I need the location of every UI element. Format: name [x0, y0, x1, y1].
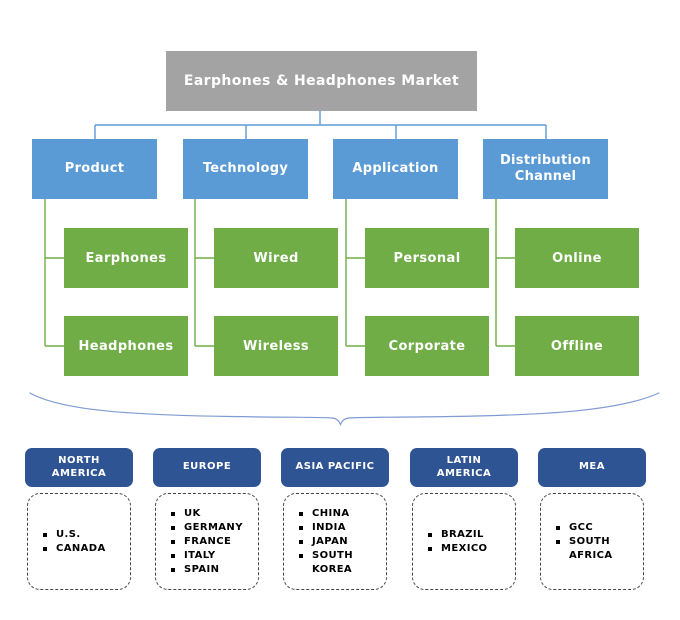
brace-icon — [29, 392, 660, 427]
bullet-icon — [556, 525, 560, 530]
bullet-icon — [43, 532, 47, 537]
region-asia-pacific: ASIA PACIFIC — [281, 448, 389, 487]
country-item: SOUTH AFRICA — [553, 535, 641, 563]
segment-label: Headphones — [78, 338, 174, 354]
segment-label: Offline — [550, 338, 604, 354]
countries-europe: UK GERMANY FRANCE ITALY SPAIN — [155, 493, 259, 590]
bullet-icon — [428, 532, 432, 537]
segment-label: Personal — [393, 250, 461, 266]
segment-offline: Offline — [515, 316, 639, 376]
branch-technology: Technology — [183, 139, 308, 199]
bullet-icon — [299, 511, 303, 516]
countries-north-america: U.S. CANADA — [27, 493, 131, 590]
country-item: UK — [168, 507, 256, 521]
country-label: ITALY — [184, 549, 216, 561]
segment-label: Earphones — [85, 250, 167, 266]
country-item: JAPAN — [296, 535, 384, 549]
region-mea: MEA — [538, 448, 646, 487]
country-item: BRAZIL — [425, 528, 513, 542]
region-label: ASIA PACIFIC — [295, 461, 375, 473]
country-list: GCC SOUTH AFRICA — [553, 521, 641, 563]
country-item: SPAIN — [168, 563, 256, 577]
countries-mea: GCC SOUTH AFRICA — [540, 493, 644, 590]
segment-wireless: Wireless — [214, 316, 338, 376]
country-label: UK — [184, 507, 201, 519]
country-label: SOUTH AFRICA — [569, 535, 613, 561]
country-item: CANADA — [40, 542, 128, 556]
segment-headphones: Headphones — [64, 316, 188, 376]
branch-product: Product — [32, 139, 157, 199]
country-item: GCC — [553, 521, 641, 535]
country-item: CHINA — [296, 507, 384, 521]
region-latin-america: LATIN AMERICA — [410, 448, 518, 487]
bullet-icon — [43, 546, 47, 551]
country-label: INDIA — [312, 521, 346, 533]
segment-earphones: Earphones — [64, 228, 188, 288]
region-north-america: NORTH AMERICA — [25, 448, 133, 487]
country-label: GERMANY — [184, 521, 243, 533]
country-item: SOUTH KOREA — [296, 549, 384, 577]
countries-asia-pacific: CHINA INDIA JAPAN SOUTH KOREA — [283, 493, 387, 590]
segment-personal: Personal — [365, 228, 489, 288]
country-label: CHINA — [312, 507, 350, 519]
country-label: MEXICO — [441, 542, 488, 554]
bullet-icon — [299, 539, 303, 544]
country-label: CANADA — [56, 542, 106, 554]
branch-connector-distribution — [495, 199, 515, 347]
segment-label: Wireless — [243, 338, 309, 354]
country-item: MEXICO — [425, 542, 513, 556]
bullet-icon — [299, 525, 303, 530]
bullet-icon — [171, 553, 175, 558]
country-label: GCC — [569, 521, 594, 533]
country-label: BRAZIL — [441, 528, 484, 540]
country-list: UK GERMANY FRANCE ITALY SPAIN — [168, 507, 256, 577]
country-label: U.S. — [56, 528, 81, 540]
country-list: U.S. CANADA — [40, 528, 128, 556]
country-item: GERMANY — [168, 521, 256, 535]
branch-application: Application — [333, 139, 458, 199]
country-label: JAPAN — [312, 535, 348, 547]
region-label: NORTH AMERICA — [51, 455, 107, 479]
branch-label: Distribution Channel — [499, 152, 592, 184]
branch-label: Product — [64, 160, 125, 176]
segment-label: Online — [552, 250, 602, 266]
branch-connector-application — [345, 199, 365, 347]
branch-label: Application — [352, 160, 439, 176]
country-label: FRANCE — [184, 535, 232, 547]
bullet-icon — [171, 525, 175, 530]
market-title-box: Earphones & Headphones Market — [166, 51, 477, 111]
region-label: LATIN AMERICA — [436, 455, 492, 479]
country-item: U.S. — [40, 528, 128, 542]
region-europe: EUROPE — [153, 448, 261, 487]
country-label: SPAIN — [184, 563, 220, 575]
bullet-icon — [171, 567, 175, 572]
bullet-icon — [428, 546, 432, 551]
branch-label: Technology — [202, 160, 289, 176]
bullet-icon — [171, 539, 175, 544]
country-item: INDIA — [296, 521, 384, 535]
country-item: ITALY — [168, 549, 256, 563]
title-connector — [94, 111, 547, 139]
market-title: Earphones & Headphones Market — [183, 73, 460, 89]
countries-latin-america: BRAZIL MEXICO — [412, 493, 516, 590]
segment-online: Online — [515, 228, 639, 288]
segment-wired: Wired — [214, 228, 338, 288]
country-list: CHINA INDIA JAPAN SOUTH KOREA — [296, 507, 384, 577]
country-label: SOUTH KOREA — [312, 549, 354, 575]
branch-connector-technology — [194, 199, 214, 347]
branch-connector-product — [44, 199, 64, 347]
country-item: FRANCE — [168, 535, 256, 549]
region-label: EUROPE — [182, 461, 232, 473]
segment-label: Wired — [253, 250, 299, 266]
region-label: MEA — [578, 461, 606, 473]
bullet-icon — [556, 539, 560, 544]
country-list: BRAZIL MEXICO — [425, 528, 513, 556]
segment-corporate: Corporate — [365, 316, 489, 376]
branch-distribution-channel: Distribution Channel — [483, 139, 608, 199]
segment-label: Corporate — [388, 338, 466, 354]
bullet-icon — [299, 553, 303, 558]
bullet-icon — [171, 511, 175, 516]
